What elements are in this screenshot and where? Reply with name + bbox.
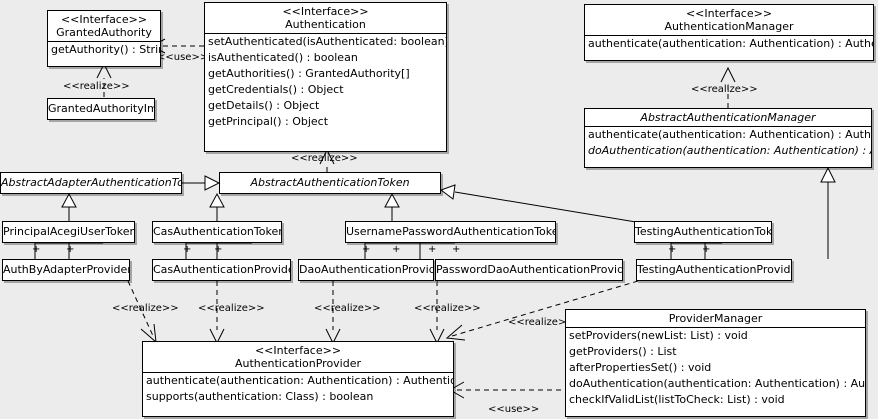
multiplicity-plus: + xyxy=(214,244,223,255)
class-provider-manager-members: setProviders(newList: List) : void getPr… xyxy=(566,328,865,408)
class-abstract-authentication-token[interactable]: AbstractAuthenticationToken xyxy=(219,172,441,194)
stereotype-label: <<Interface>> xyxy=(282,5,369,18)
class-name-label: AuthenticationManager xyxy=(664,20,794,33)
arrowhead-realize-testing-provider xyxy=(445,324,466,341)
class-authentication-provider-header: <<Interface>> AuthenticationProvider xyxy=(143,342,453,372)
class-auth-by-adapter-provider[interactable]: AuthByAdapterProvider xyxy=(2,259,130,281)
stereotype-label: <<Interface>> xyxy=(254,344,342,357)
class-name-label: ProviderManager xyxy=(668,312,763,325)
divider xyxy=(48,41,160,42)
member-row: setProviders(newList: List) : void xyxy=(569,329,748,342)
member-row: getAuthority() : String xyxy=(51,43,161,56)
stereotype-label: <<Interface>> xyxy=(685,7,773,20)
class-cas-authentication-token[interactable]: CasAuthenticationToken xyxy=(152,221,282,243)
class-provider-manager-header: ProviderManager xyxy=(566,310,865,327)
class-granted-authority[interactable]: <<Interface>> GrantedAuthority getAuthor… xyxy=(47,10,161,67)
arrowhead-realize-auth-by-adapter xyxy=(140,323,157,344)
class-provider-manager[interactable]: ProviderManager setProviders(newList: Li… xyxy=(565,309,866,417)
class-username-password-authentication-token[interactable]: UsernamePasswordAuthenticationToken xyxy=(345,221,556,243)
member-row: getCredentials() : Object xyxy=(208,83,344,96)
class-authentication-provider[interactable]: <<Interface>> AuthenticationProvider aut… xyxy=(142,341,454,417)
member-row: isAuthenticated() : boolean xyxy=(208,51,358,64)
edge-label-realize-auth-by-adapter: <<realize>> xyxy=(112,303,179,314)
member-row: afterPropertiesSet() : void xyxy=(569,361,712,374)
arrowhead-realize-abstract-auth-manager xyxy=(720,66,736,83)
divider xyxy=(143,372,453,373)
class-authentication-manager-header: <<Interface>> AuthenticationManager xyxy=(585,5,873,35)
member-row: authenticate(authentication: Authenticat… xyxy=(588,128,871,141)
class-authentication-provider-members: authenticate(authentication: Authenticat… xyxy=(143,373,453,405)
class-authentication[interactable]: <<Interface>> Authentication setAuthenti… xyxy=(204,2,447,152)
edge-label-realize-password-dao-provider: <<realize>> xyxy=(414,303,481,314)
multiplicity-plus: + xyxy=(668,244,677,255)
multiplicity-plus: + xyxy=(66,244,75,255)
class-name-label: AuthenticationProvider xyxy=(234,357,362,370)
class-testing-authentication-provider[interactable]: TestingAuthenticationProvider xyxy=(636,259,792,281)
divider xyxy=(566,327,865,328)
class-authentication-manager[interactable]: <<Interface>> AuthenticationManager auth… xyxy=(584,4,874,61)
class-authentication-members: setAuthenticated(isAuthenticated: boolea… xyxy=(205,34,446,130)
class-name-label: Authentication xyxy=(285,18,366,31)
multiplicity-plus: + xyxy=(428,244,437,255)
member-row: authenticate(authentication: Authenticat… xyxy=(146,374,454,387)
edge-label-realize-abstract-auth-manager: <<realize>> xyxy=(691,84,758,95)
class-abstract-adapter-authentication-token[interactable]: AbstractAdapterAuthenticationToken xyxy=(0,172,182,194)
arrowhead-generalize-principal-acegi xyxy=(61,192,77,208)
edge-label-realize-abstract-auth-token: <<realize>> xyxy=(291,153,358,164)
member-row: authenticate(authentication: Authenticat… xyxy=(588,37,873,50)
class-granted-authority-members: getAuthority() : String xyxy=(48,42,160,58)
divider xyxy=(585,35,873,36)
class-dao-authentication-provider[interactable]: DaoAuthenticationProvider xyxy=(298,259,434,281)
member-row: setAuthenticated(isAuthenticated: boolea… xyxy=(208,35,447,48)
multiplicity-plus: + xyxy=(392,244,401,255)
multiplicity-plus: + xyxy=(452,244,461,255)
class-cas-authentication-provider[interactable]: CasAuthenticationProvider xyxy=(152,259,291,281)
member-row: getAuthorities() : GrantedAuthority[] xyxy=(208,67,410,80)
class-name-label: GrantedAuthority xyxy=(56,26,152,39)
class-granted-authority-impl[interactable]: GrantedAuthorityImpl xyxy=(47,98,155,120)
member-row: doAuthentication(authentication: Authent… xyxy=(569,377,866,390)
class-password-dao-authentication-provider[interactable]: PasswordDaoAuthenticationProvider xyxy=(435,259,623,281)
class-abstract-authentication-manager-members: authenticate(authentication: Authenticat… xyxy=(585,127,871,159)
edge-label-realize-cas-provider: <<realize>> xyxy=(198,303,265,314)
multiplicity-plus: + xyxy=(32,244,41,255)
class-authentication-manager-members: authenticate(authentication: Authenticat… xyxy=(585,36,873,52)
edge-label-use-provider-manager: <<use>> xyxy=(488,404,540,415)
member-row: getDetails() : Object xyxy=(208,99,320,112)
edge-label-use-grantedauthority: <<use>> xyxy=(157,52,209,63)
arrowhead-generalize-cas-token xyxy=(209,192,225,208)
class-authentication-header: <<Interface>> Authentication xyxy=(205,3,446,33)
multiplicity-plus: + xyxy=(362,244,371,255)
class-principal-acegi-user-token[interactable]: PrincipalAcegiUserToken xyxy=(2,221,135,243)
member-row: doAuthentication(authentication: Authent… xyxy=(588,144,871,157)
member-row: getPrincipal() : Object xyxy=(208,115,329,128)
arrowhead-generalize-adapter-token xyxy=(204,175,221,191)
multiplicity-plus: + xyxy=(702,244,711,255)
edge-label-realize-dao-provider: <<realize>> xyxy=(314,303,381,314)
multiplicity-plus: + xyxy=(183,244,192,255)
class-granted-authority-header: <<Interface>> GrantedAuthority xyxy=(48,11,160,41)
arrowhead-generalize-abstract-auth-manager-2 xyxy=(820,166,836,183)
edge-label-realize-testing-provider: <<realize>> xyxy=(508,317,575,328)
stereotype-label: <<Interface>> xyxy=(60,13,148,26)
member-row: supports(authentication: Class) : boolea… xyxy=(146,390,374,403)
edge-generalize-testing-token xyxy=(454,191,637,223)
member-row: checkIfValidList(listToCheck: List) : vo… xyxy=(569,393,785,406)
class-abstract-authentication-manager[interactable]: AbstractAuthenticationManager authentica… xyxy=(584,108,872,168)
class-abstract-authentication-manager-header: AbstractAuthenticationManager xyxy=(585,109,871,126)
arrowhead-generalize-userpass-token xyxy=(384,192,400,208)
member-row: getProviders() : List xyxy=(569,345,677,358)
arrowhead-generalize-testing-token xyxy=(439,184,456,200)
edge-realize-auth-by-adapter xyxy=(127,280,155,339)
class-testing-authentication-token[interactable]: TestingAuthenticationToken xyxy=(634,221,772,243)
edge-label-realize-grantedauthorityimpl: <<realize>> xyxy=(63,81,130,92)
class-name-label: AbstractAuthenticationManager xyxy=(640,111,816,124)
divider xyxy=(585,126,871,127)
divider xyxy=(205,33,446,34)
